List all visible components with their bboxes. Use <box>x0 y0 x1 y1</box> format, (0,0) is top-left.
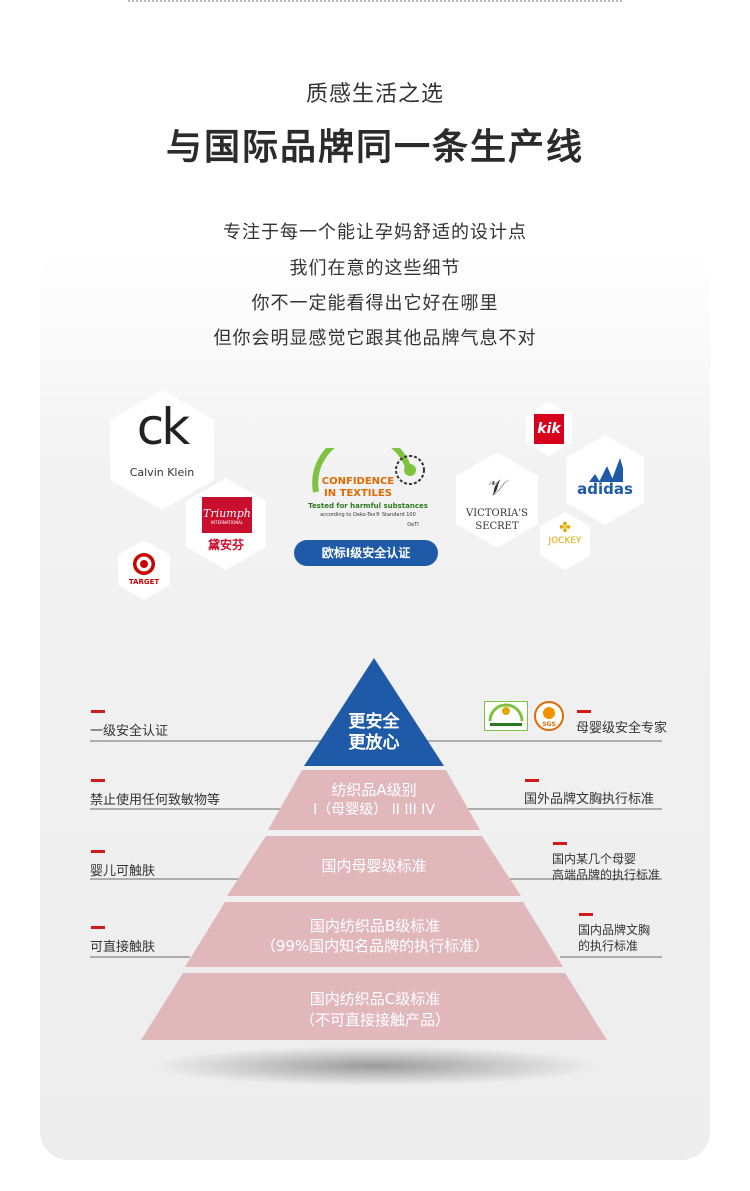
jockey-name: JOCKEY <box>548 536 582 546</box>
left-label: 禁止使用任何致敏物等 <box>90 793 221 808</box>
jockey-icon: ✤ <box>559 520 571 536</box>
left-label: 可直接触肤 <box>90 940 156 955</box>
right-label: 国内某几个母婴 <box>552 852 637 866</box>
section-subtitle: 质感生活之选 <box>305 82 444 107</box>
cert-line1: CONFIDENCE <box>321 476 395 487</box>
cert-line2: IN TEXTILES <box>324 488 392 499</box>
right-label: 国外品牌文胸执行标准 <box>524 792 655 807</box>
kik-logo: kik <box>534 414 564 444</box>
pyramid-tier <box>227 836 521 896</box>
right-label: 国内品牌文胸 <box>578 923 651 937</box>
right-label: 母婴级安全专家 <box>576 721 668 736</box>
tier-1-line2: I（母婴级） II III IV <box>313 802 435 818</box>
pyramid-top-line1: 更安全 <box>348 712 400 732</box>
accent-dash <box>91 926 105 929</box>
pyramid-top-line2: 更放心 <box>348 733 400 753</box>
tier-4-line2: （不可直接接触产品） <box>299 1011 450 1029</box>
cert-line5: OeTI <box>407 522 419 528</box>
pyramid-tier <box>185 902 563 967</box>
tier-4-line1: 国内纺织品C级标准 <box>309 990 441 1008</box>
pyramid-top-tier <box>304 658 444 766</box>
left-label: 一级安全认证 <box>90 724 169 739</box>
victoria-monogram-icon: 𝒱 <box>487 476 507 501</box>
top-dotted-divider <box>128 0 622 6</box>
cert-badge: 欧标I级安全认证 <box>294 540 438 566</box>
left-label: 婴儿可触肤 <box>90 864 156 879</box>
intro-line: 你不一定能看得出它好在哪里 <box>251 293 499 314</box>
sgs-text: SGS <box>542 721 556 728</box>
cert-line3: Tested for harmful substances <box>308 502 428 510</box>
ck-wordmark: Calvin Klein <box>129 466 195 479</box>
target-name: TARGET <box>128 578 160 586</box>
target-icon <box>132 552 156 576</box>
intro-line: 但你会明显感觉它跟其他品牌气息不对 <box>213 328 537 349</box>
accent-dash <box>91 710 105 713</box>
tier-2-line1: 国内母婴级标准 <box>321 857 427 875</box>
pyramid-tier <box>268 770 480 830</box>
cert-line4: according to Oeko-Tex® Standard 100 <box>320 512 416 518</box>
triumph-cn: 黛安芬 <box>207 538 244 552</box>
sgs-badge: SGS <box>533 700 565 732</box>
pyramid-tier <box>141 973 607 1040</box>
accent-dash <box>91 779 105 782</box>
section-title: 与国际品牌同一条生产线 <box>165 127 584 168</box>
oeko-tex-cert-logo: CONFIDENCE IN TEXTILES Tested for harmfu… <box>298 448 438 534</box>
accent-dash <box>553 842 567 845</box>
triumph-name: Triumph <box>203 507 251 520</box>
accent-dash <box>525 779 539 782</box>
tier-3-line2: （99%国内知名品牌的执行标准） <box>260 937 490 955</box>
tier-3-line1: 国内纺织品B级标准 <box>309 917 441 935</box>
intro-line: 我们在意的这些细节 <box>289 258 461 279</box>
brand-hex-jockey <box>540 512 590 570</box>
tier-1-line1: 纺织品A级别 <box>331 781 417 799</box>
pyramid-shadow <box>150 1046 600 1086</box>
cert-badge-icon <box>484 701 528 731</box>
ck-logo: ck <box>136 398 190 456</box>
victoria-line1: VICTORIA'S <box>466 508 528 519</box>
accent-dash <box>577 710 591 713</box>
accent-dash <box>579 913 593 916</box>
triumph-sub: INTERNATIONAL <box>210 520 244 525</box>
right-label: 高端品牌的执行标准 <box>552 868 661 882</box>
triumph-logo: Triumph INTERNATIONAL <box>202 497 252 533</box>
right-label: 的执行标准 <box>578 939 639 953</box>
accent-dash <box>91 850 105 853</box>
victoria-line2: SECRET <box>475 521 519 532</box>
adidas-wordmark: adidas <box>577 480 633 498</box>
intro-line: 专注于每一个能让孕妈舒适的设计点 <box>223 222 527 243</box>
